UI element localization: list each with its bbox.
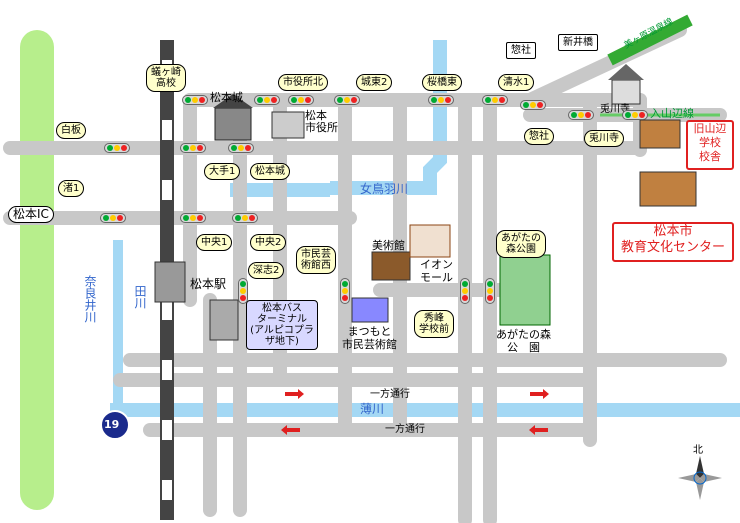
- route-19-label: 19: [104, 418, 120, 431]
- traffic-light-icon: [228, 143, 254, 153]
- traffic-light-icon: [340, 278, 350, 304]
- traffic-light-icon: [180, 143, 206, 153]
- one-way-label-1: 一方通行: [370, 389, 410, 400]
- compass-north-label: 北: [693, 445, 703, 456]
- intersection-chuo1: 中央1: [196, 234, 233, 251]
- station-label: 松本駅: [190, 277, 227, 291]
- traffic-light-icon: [460, 278, 470, 304]
- utsukushi-road: [607, 14, 693, 66]
- intersection-sojya: 惣社: [524, 128, 554, 145]
- one-way-arrows: [281, 389, 549, 435]
- traffic-light-icon: [288, 95, 314, 105]
- intersection-chuo2: 中央2: [250, 234, 287, 251]
- city-hall-label: 松本 市役所: [305, 109, 338, 134]
- temple-icon: [611, 79, 641, 105]
- station-icon: [154, 261, 186, 303]
- school-icon: [639, 119, 681, 149]
- castle-label: 松本城: [210, 91, 243, 104]
- arts-center-icon: [351, 297, 389, 323]
- intersection-shinmeibashi: 新井橋: [558, 34, 598, 51]
- traffic-light-icon: [428, 95, 454, 105]
- intersection-sakurabashi: 桜橋東: [422, 74, 462, 91]
- building-icons: [154, 64, 697, 341]
- intersection-hakuba: 白板: [56, 122, 86, 139]
- aeon-icon: [409, 224, 451, 258]
- intersection-geijutsukan-nishi: 市民芸 術館西: [296, 246, 336, 274]
- intersection-matsumotojo: 松本城: [250, 163, 290, 180]
- matsumoto-ic-label: 松本IC: [8, 206, 54, 223]
- bus-terminal-box: 松本バス ターミナル (アルピコプラ ザ地下): [246, 300, 318, 350]
- intersection-nagisa1: 渚1: [58, 180, 85, 197]
- aeon-label: イオン モール: [420, 258, 453, 284]
- intersection-shuho: 秀峰 学校前: [414, 310, 454, 338]
- intersection-sojya-north: 惣社: [506, 42, 536, 59]
- agata-park: [499, 254, 551, 326]
- traffic-light-icon: [334, 95, 360, 105]
- intersection-arigasaki: 蟻ヶ崎 高校: [146, 64, 186, 92]
- iriyamabe-road-label: 入山辺線: [650, 107, 694, 120]
- museum-label: 美術館: [372, 239, 405, 252]
- narai-river-label: 奈良井川: [83, 275, 97, 323]
- traffic-light-icon: [482, 95, 508, 105]
- temple-label: 兎川寺: [600, 104, 630, 115]
- traffic-light-icon: [100, 213, 126, 223]
- traffic-light-icon: [180, 213, 206, 223]
- museum-icon: [371, 251, 411, 281]
- city-hall-icon: [271, 111, 305, 139]
- traffic-light-icon: [568, 110, 594, 120]
- metoba-river-label: 女鳥羽川: [360, 182, 409, 196]
- agata-park-label: あがたの森 公 園: [496, 328, 551, 354]
- intersection-fukashi2: 深志2: [248, 262, 285, 279]
- education-center-icon: [639, 171, 697, 207]
- bus-terminal-icon: [209, 299, 239, 341]
- traffic-light-icon: [622, 110, 648, 120]
- traffic-light-icon: [520, 100, 546, 110]
- narai-river-bank: [20, 30, 54, 510]
- castle-icon: [214, 107, 252, 141]
- castle-roof-icon: [213, 94, 253, 108]
- intersection-tokawa: 兎川寺: [584, 130, 624, 147]
- traffic-light-icon: [485, 278, 495, 304]
- one-way-label-2: 一方通行: [385, 424, 425, 435]
- traffic-light-icon: [254, 95, 280, 105]
- intersection-agata: あがたの 森公園: [496, 230, 546, 258]
- temple-roof-icon: [608, 64, 644, 80]
- compass-icon: [678, 456, 722, 500]
- traffic-light-icon: [232, 213, 258, 223]
- traffic-light-icon: [104, 143, 130, 153]
- intersection-shiyakusho-kita: 市役所北: [278, 74, 328, 91]
- former-school-box: 旧山辺 学校 校舎: [686, 120, 734, 170]
- susuki-river-label: 薄川: [360, 402, 385, 416]
- performing-arts-label: まつもと 市民芸術館: [342, 325, 397, 351]
- intersection-shimizu1: 清水1: [498, 74, 535, 91]
- traffic-light-icon: [238, 278, 248, 304]
- ta-river-label: 田川: [133, 285, 147, 309]
- traffic-light-icon: [182, 95, 208, 105]
- education-center-box: 松本市 教育文化センター: [612, 222, 734, 262]
- route-19-icon: [100, 410, 130, 440]
- intersection-jotokyu2: 城東2: [356, 74, 393, 91]
- intersection-ote1: 大手1: [204, 163, 241, 180]
